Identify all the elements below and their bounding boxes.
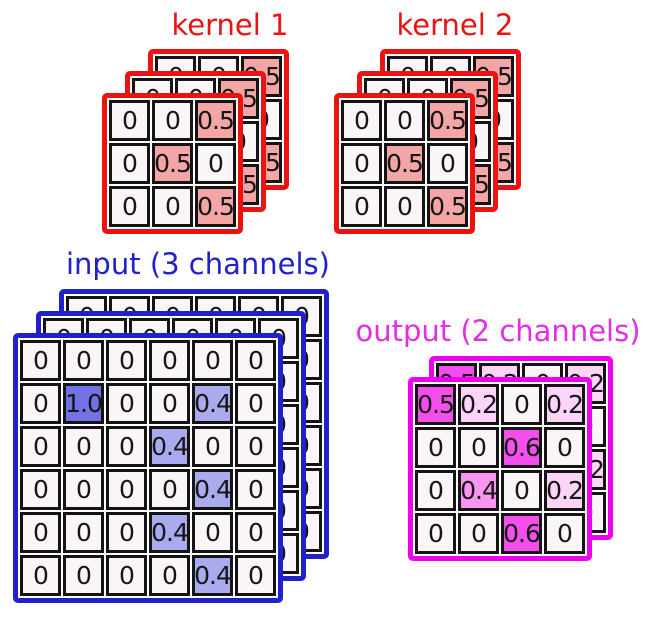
input-cell: 0 <box>235 426 276 467</box>
input-cell: 0 <box>149 555 190 596</box>
output-cell: 0 <box>544 513 585 554</box>
kernel1-cell: 0.5 <box>195 100 236 141</box>
input-cell: 0 <box>63 469 104 510</box>
input-cell: 0 <box>106 426 147 467</box>
input-cell: 0 <box>106 340 147 381</box>
input-cell: 0 <box>106 383 147 424</box>
output-cell: 0 <box>415 470 456 511</box>
kernel2-cell: 0.5 <box>427 100 468 141</box>
input-cell: 0 <box>192 512 233 553</box>
kernel1-cell: 0.5 <box>152 143 193 184</box>
kernel1-cell: 0 <box>109 186 150 227</box>
output-stack: 0.50.200.2000.6000.400.2000.600.50.200.2… <box>408 356 613 561</box>
input-title: input (3 channels) <box>66 247 330 281</box>
input-cell: 0 <box>63 512 104 553</box>
input-cell: 0 <box>235 340 276 381</box>
input-cell: 0 <box>235 383 276 424</box>
input-cell: 0 <box>235 512 276 553</box>
kernel2-cell: 0 <box>341 143 382 184</box>
kernel1-cell: 0 <box>152 100 193 141</box>
kernel2-cell: 0 <box>341 186 382 227</box>
kernel2-cell: 0 <box>384 186 425 227</box>
input-cell: 0.4 <box>149 512 190 553</box>
kernel1-stack: 000.500.50000.5000.500.50000.5000.500.50… <box>102 49 289 234</box>
output-cell: 0 <box>544 427 585 468</box>
output-cell: 0.4 <box>458 470 499 511</box>
input-cell: 0.4 <box>192 555 233 596</box>
output-cell: 0 <box>415 513 456 554</box>
output-cell: 0.2 <box>458 384 499 425</box>
input-cell: 0 <box>149 469 190 510</box>
kernel1-cell: 0 <box>152 186 193 227</box>
output-title: output (2 channels) <box>355 314 641 348</box>
input-cell: 0 <box>63 426 104 467</box>
input-cell: 0 <box>192 340 233 381</box>
input-cell: 0 <box>20 469 61 510</box>
kernel2-cell: 0 <box>384 100 425 141</box>
kernel2-cell: 0 <box>341 100 382 141</box>
output-cell: 0.2 <box>544 470 585 511</box>
input-cell: 0.4 <box>192 383 233 424</box>
input-cell: 0 <box>106 555 147 596</box>
input-cell: 1.0 <box>63 383 104 424</box>
output-cell: 0 <box>501 384 542 425</box>
output-cell: 0 <box>501 470 542 511</box>
kernel1-cell: 0 <box>195 143 236 184</box>
input-cell: 0 <box>149 340 190 381</box>
kernel2-stack: 000.500.50000.5000.500.50000.5000.500.50… <box>334 49 521 234</box>
input-cell: 0 <box>63 340 104 381</box>
output-cell: 0.6 <box>501 513 542 554</box>
input-cell: 0 <box>235 469 276 510</box>
input-cell: 0 <box>20 512 61 553</box>
input-cell: 0 <box>20 426 61 467</box>
input-cell: 0 <box>106 469 147 510</box>
output-cell: 0 <box>458 513 499 554</box>
input-cell: 0.4 <box>149 426 190 467</box>
input-cell: 0 <box>63 555 104 596</box>
input-cell: 0 <box>20 340 61 381</box>
output-cell: 0.5 <box>415 384 456 425</box>
output-cell: 0 <box>458 427 499 468</box>
input-cell: 0 <box>20 555 61 596</box>
input-cell: 0 <box>235 555 276 596</box>
kernel1-cell: 0.5 <box>195 186 236 227</box>
input-cell: 0.4 <box>192 469 233 510</box>
input-cell: 0 <box>149 383 190 424</box>
kernel2-cell: 0 <box>427 143 468 184</box>
kernel2-title: kernel 2 <box>396 8 514 42</box>
kernel2-cell: 0.5 <box>427 186 468 227</box>
kernel2-cell: 0.5 <box>384 143 425 184</box>
output-cell: 0 <box>415 427 456 468</box>
input-cell: 0 <box>20 383 61 424</box>
output-cell: 0.6 <box>501 427 542 468</box>
input-cell: 0 <box>106 512 147 553</box>
output-cell: 0.2 <box>544 384 585 425</box>
input-cell: 0 <box>192 426 233 467</box>
kernel1-cell: 0 <box>109 143 150 184</box>
kernel1-title: kernel 1 <box>171 8 289 42</box>
kernel1-cell: 0 <box>109 100 150 141</box>
